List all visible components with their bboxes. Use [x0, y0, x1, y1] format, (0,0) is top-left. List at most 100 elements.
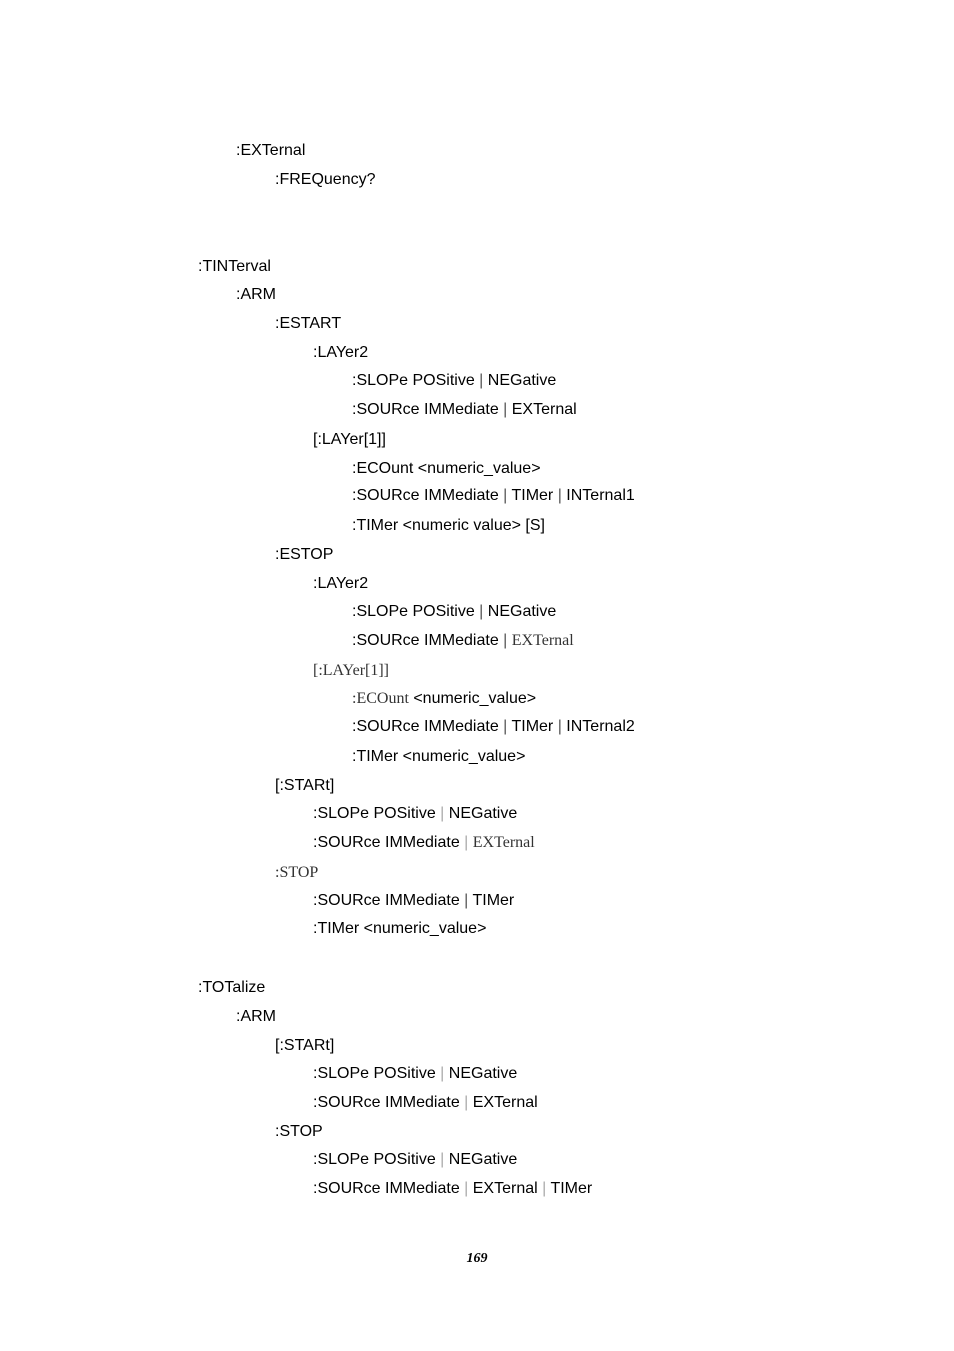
command-line: :SOURce IMMediate | EXTernal: [313, 833, 535, 853]
command-line: :LAYer2: [313, 574, 368, 594]
command-text: :ESTART: [275, 315, 342, 332]
command-line: :FREQuency?: [275, 170, 375, 190]
command-text: :ARM: [236, 1008, 276, 1025]
command-line: :STOP: [275, 863, 318, 883]
command-line: [:STARt]: [275, 776, 334, 796]
command-line: :SOURce IMMediate | TIMer: [313, 891, 514, 911]
command-line: [:LAYer[1]]: [313, 661, 389, 681]
command-line: :ARM: [236, 1007, 276, 1027]
command-line: [:STARt]: [275, 1036, 334, 1056]
command-text: :SLOPe POSitive: [352, 372, 480, 389]
command-text: EXTernal: [468, 1180, 543, 1197]
command-line: :SOURce IMMediate | TIMer | INTernal1: [352, 486, 635, 506]
separator: |: [440, 805, 445, 822]
command-text: [:STARt]: [275, 1037, 335, 1054]
command-text: :LAYer2: [313, 344, 369, 361]
command-text: TIMer: [468, 892, 515, 909]
command-text: :SLOPe POSitive: [313, 1151, 441, 1168]
command-line: :TINTerval: [198, 257, 271, 277]
command-line: :ARM: [236, 285, 276, 305]
command-text: NEGative: [444, 1151, 518, 1168]
command-text: EXTernal: [511, 632, 574, 649]
command-text: :SOURce IMMediate: [352, 401, 504, 418]
command-text: :TOTalize: [198, 979, 266, 996]
command-text: INTernal2: [561, 718, 635, 735]
command-line: :SLOPe POSitive | NEGative: [352, 371, 556, 391]
command-line: :SLOPe POSitive | NEGative: [352, 602, 556, 622]
page-number: 169: [466, 1251, 488, 1266]
command-text: :SOURce IMMediate: [313, 1180, 465, 1197]
command-text: EXTernal: [468, 1094, 538, 1111]
command-line: :STOP: [275, 1122, 323, 1142]
command-text: :ESTOP: [275, 546, 334, 563]
separator: |: [542, 1180, 547, 1197]
separator: |: [503, 632, 508, 649]
separator: |: [503, 401, 508, 418]
command-text: :STOP: [275, 864, 319, 881]
command-text: :SOURce IMMediate: [352, 632, 504, 649]
command-text: NEGative: [444, 805, 518, 822]
separator: |: [479, 603, 484, 620]
command-text: :LAYer2: [313, 575, 369, 592]
separator: |: [464, 1180, 469, 1197]
command-line: :SOURce IMMediate | EXTernal: [313, 1093, 538, 1113]
command-line: :SOURce IMMediate | EXTernal | TIMer: [313, 1179, 592, 1199]
command-text: EXTernal: [507, 401, 577, 418]
command-line: :SLOPe POSitive | NEGative: [313, 1150, 517, 1170]
separator: |: [464, 1094, 469, 1111]
command-text: [:LAYer[1]]: [313, 662, 389, 679]
command-line: :ESTOP: [275, 545, 333, 565]
command-text: :SOURce IMMediate: [313, 1094, 465, 1111]
separator: |: [557, 487, 562, 504]
command-text: :TIMer <numeric_value>: [352, 748, 526, 765]
command-line: :ECOunt <numeric_value>: [352, 689, 536, 709]
command-line: :SOURce IMMediate | EXTernal: [352, 631, 574, 651]
command-text: :ECOunt <numeric_value>: [352, 460, 541, 477]
command-text: <numeric_value>: [408, 690, 537, 707]
command-text: [:LAYer[1]]: [313, 431, 386, 448]
command-line: :TOTalize: [198, 978, 265, 998]
command-line: :SOURce IMMediate | EXTernal: [352, 400, 577, 420]
command-text: NEGative: [483, 603, 557, 620]
command-text: :SLOPe POSitive: [352, 603, 480, 620]
command-line: :SOURce IMMediate | TIMer | INTernal2: [352, 717, 635, 737]
command-text: :SOURce IMMediate: [352, 718, 504, 735]
command-line: :ESTART: [275, 314, 341, 334]
command-text: :EXTernal: [236, 142, 306, 159]
command-text: TIMer: [507, 718, 558, 735]
command-text: NEGative: [483, 372, 557, 389]
command-text: :SLOPe POSitive: [313, 805, 441, 822]
command-text: INTernal1: [561, 487, 635, 504]
command-text: :TIMer <numeric value> [S]: [352, 517, 545, 534]
separator: |: [479, 372, 484, 389]
command-text: :FREQuency?: [275, 171, 376, 188]
command-text: :TIMer <numeric_value>: [313, 920, 487, 937]
command-line: :EXTernal: [236, 141, 305, 161]
separator: |: [503, 718, 508, 735]
command-text: :SOURce IMMediate: [313, 892, 465, 909]
command-line: :TIMer <numeric_value>: [313, 919, 486, 939]
separator: |: [440, 1151, 445, 1168]
command-text: :SOURce IMMediate: [313, 834, 465, 851]
separator: |: [557, 718, 562, 735]
separator: |: [503, 487, 508, 504]
command-line: :ECOunt <numeric_value>: [352, 459, 541, 479]
command-line: :LAYer2: [313, 343, 368, 363]
command-line: :TIMer <numeric value> [S]: [352, 516, 545, 536]
command-text: NEGative: [444, 1065, 518, 1082]
separator: |: [440, 1065, 445, 1082]
command-text: TIMer: [546, 1180, 593, 1197]
command-text: EXTernal: [472, 834, 535, 851]
command-line: [:LAYer[1]]: [313, 430, 386, 450]
separator: |: [464, 834, 469, 851]
command-text: :ECOunt: [352, 690, 409, 707]
command-text: :TINTerval: [198, 258, 271, 275]
command-line: :SLOPe POSitive | NEGative: [313, 804, 517, 824]
command-text: :SOURce IMMediate: [352, 487, 504, 504]
command-text: TIMer: [507, 487, 558, 504]
command-text: :STOP: [275, 1123, 323, 1140]
separator: |: [464, 892, 469, 909]
command-text: :SLOPe POSitive: [313, 1065, 441, 1082]
command-text: [:STARt]: [275, 777, 335, 794]
